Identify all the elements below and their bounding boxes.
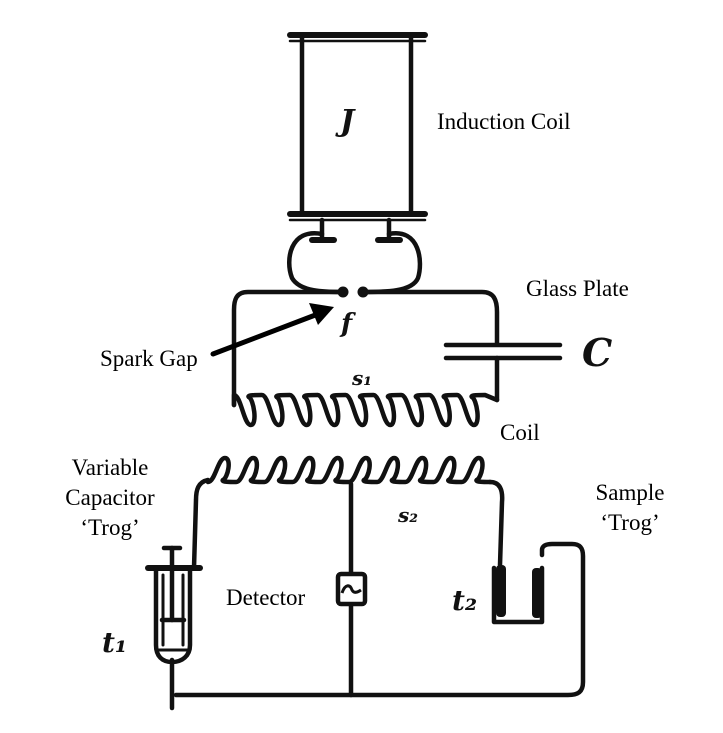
trough-2-symbol: t₂ [452,584,477,617]
primary-circuit [231,289,500,408]
capacitor-symbol: C [582,330,612,375]
trough-1-symbol: t₁ [102,626,127,659]
spark-gap: f [287,231,423,339]
detector [335,571,368,607]
variable-capacitor-label: Variable Capacitor ‘Trog’ [60,453,160,543]
secondary-coil-symbol: s₂ [397,503,418,527]
secondary-circuit [169,477,586,711]
sample-trough: t₂ [452,565,545,625]
primary-coil-winding [231,392,500,428]
sample-label-line-1: Sample [595,480,665,505]
glass-plate-label: Glass Plate [526,276,629,301]
sample-trough-label: Sample ‘Trog’ [580,478,680,538]
coil-label: Coil [500,420,540,445]
secondary-coil: s₂ [205,455,493,527]
induction-coil: J [287,32,428,243]
detector-label: Detector [226,585,306,610]
glass-plate-capacitor: C [443,330,612,403]
sample-label-line-2: ‘Trog’ [600,510,660,535]
primary-coil-symbol: s₁ [351,366,372,390]
variable-capacitor-label-line-1: Variable [71,455,149,480]
primary-coil: s₁ [231,366,500,428]
variable-capacitor-trough: t₁ [102,545,203,665]
induction-coil-label: Induction Coil [437,109,571,134]
secondary-coil-winding [205,455,493,485]
spark-gap-label: Spark Gap [100,346,198,371]
spark-gap-symbol: f [339,309,356,339]
variable-capacitor-label-line-3: ‘Trog’ [80,515,140,540]
spark-gap-arrow [210,303,334,357]
induction-coil-symbol: J [335,104,356,139]
variable-capacitor-label-line-2: Capacitor [65,485,155,510]
